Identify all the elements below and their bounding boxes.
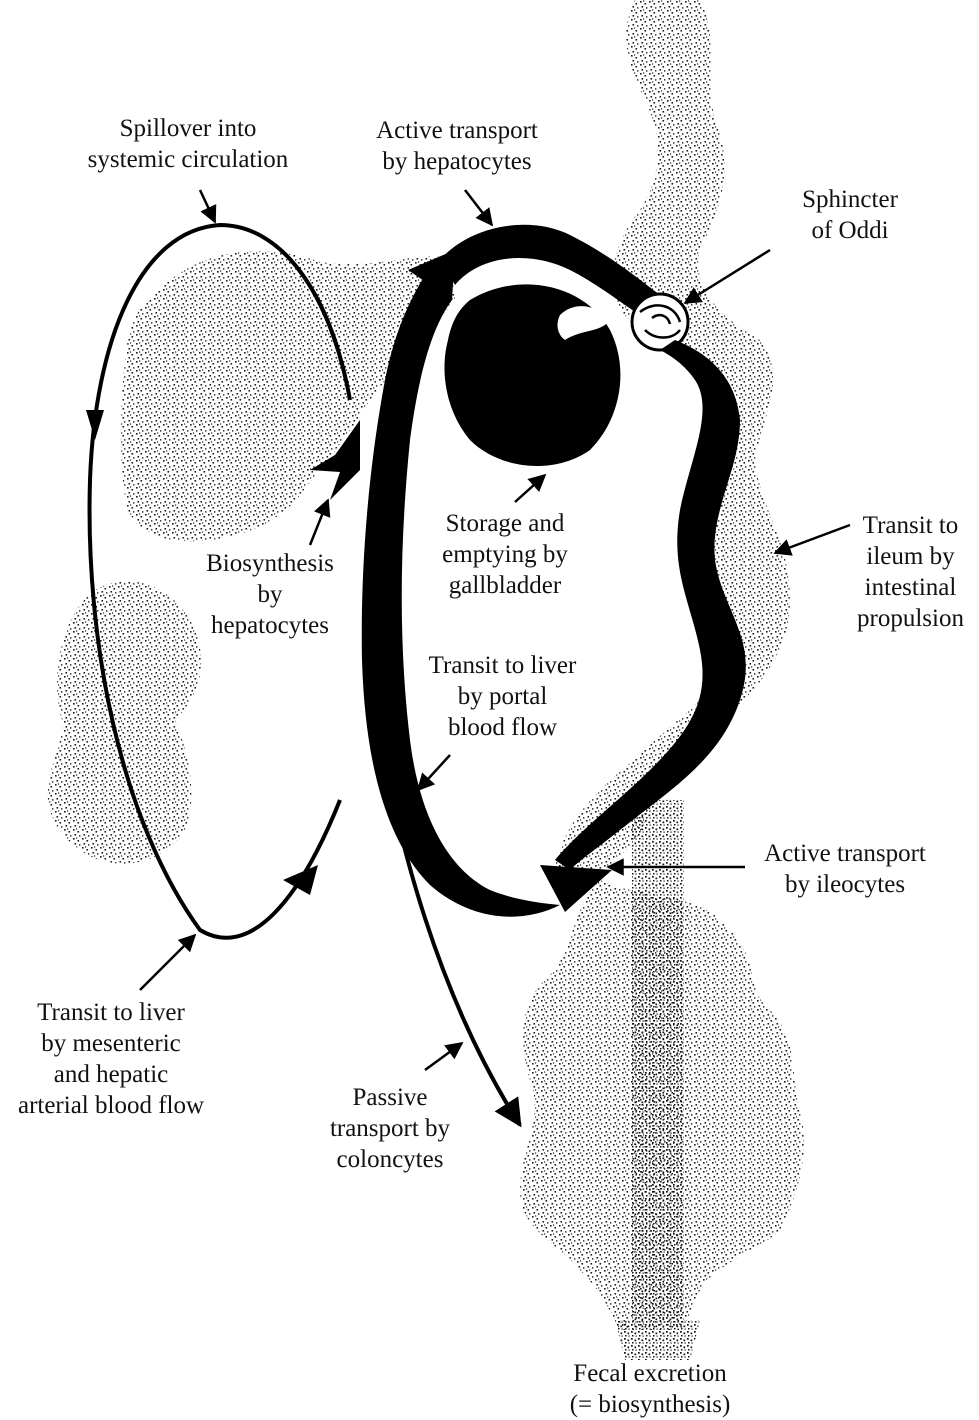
ileum-arrowhead xyxy=(540,865,612,912)
label-biosynthesis: Biosynthesis by hepatocytes xyxy=(206,550,334,639)
sphincter-of-oddi xyxy=(630,292,690,352)
label-spillover: Spillover into systemic circulation xyxy=(87,115,289,173)
label-transit-ileum: Transit to ileum by intestinal propulsio… xyxy=(857,512,964,632)
portal-return-path xyxy=(361,275,560,917)
liver-shape xyxy=(120,250,455,542)
loop-arrow-up xyxy=(283,865,318,895)
label-sphincter-of-oddi: Sphincter of Oddi xyxy=(802,186,898,244)
loop-arrow-down xyxy=(86,410,104,440)
label-passive-transport: Passive transport by coloncytes xyxy=(329,1084,451,1173)
label-transit-portal: Transit to liver by portal blood flow xyxy=(428,652,577,741)
mesenteric-organ-shape xyxy=(47,581,202,864)
label-transit-mesenteric: Transit to liver by mesenteric and hepat… xyxy=(17,999,205,1119)
liver-entry-arrowhead xyxy=(408,250,455,300)
biosynthesis-branch xyxy=(310,420,360,500)
label-active-transport-ileocytes: Active transport by ileocytes xyxy=(764,840,926,898)
fecal-column xyxy=(615,800,700,1360)
systemic-loop xyxy=(87,222,352,940)
label-fecal-excretion: Fecal excretion (= biosynthesis) xyxy=(569,1360,731,1418)
pointer-arrows xyxy=(139,189,851,1072)
label-storage-gallbladder: Storage and emptying by gallbladder xyxy=(442,510,568,599)
common-bile-duct xyxy=(440,224,660,325)
intestinal-transit-path xyxy=(555,340,746,870)
label-active-transport-hepatocytes: Active transport by hepatocytes xyxy=(376,117,538,175)
passive-transport-path xyxy=(373,699,522,1128)
gallbladder-neck xyxy=(557,306,608,340)
